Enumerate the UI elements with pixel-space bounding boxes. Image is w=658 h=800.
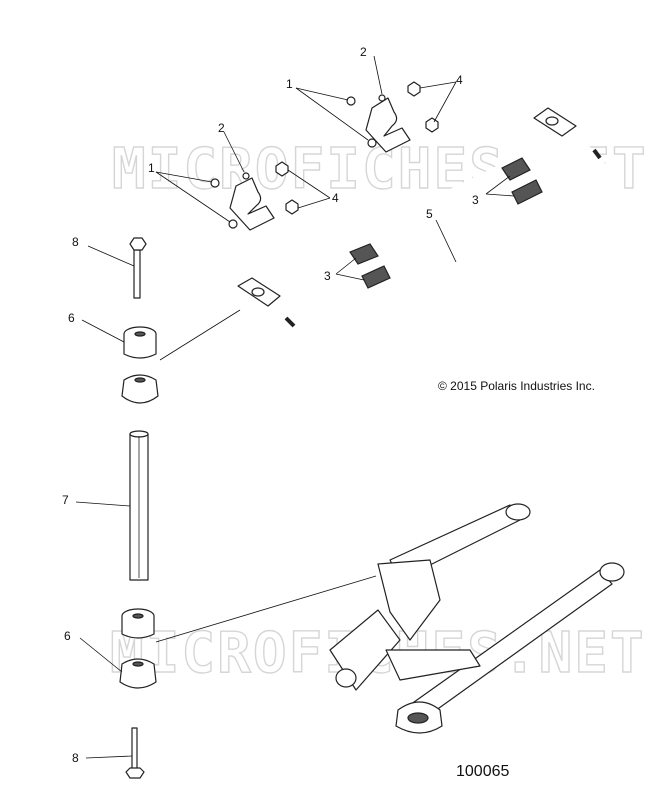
stabilizer-bar [236, 107, 614, 343]
callout-1-lower: 1 [148, 161, 155, 175]
callout-6-lower: 6 [64, 629, 71, 643]
bracket-lower [229, 172, 275, 231]
trailing-arm-assembly [329, 503, 625, 734]
bolt-lower [125, 727, 145, 779]
callout-2-lower: 2 [218, 121, 225, 135]
callout-2-upper: 2 [360, 45, 367, 59]
grommet-lower-upper [121, 608, 155, 639]
grommet-upper [123, 326, 157, 359]
nuts-part-4 [275, 81, 439, 215]
grommet-lower [119, 658, 157, 689]
leader-lines [75, 55, 515, 759]
bolts-part-1 [210, 96, 377, 229]
callout-3-lower: 3 [324, 269, 331, 283]
callout-4-lower: 4 [332, 191, 339, 205]
callout-7: 7 [62, 493, 69, 507]
callout-4-upper: 4 [456, 73, 463, 87]
link-rod [129, 430, 149, 581]
grommet-mid [121, 374, 159, 404]
copyright-notice: © 2015 Polaris Industries Inc. [438, 379, 595, 393]
bracket-upper [365, 94, 411, 153]
bolt-upper [129, 237, 147, 299]
figure-number: 100065 [456, 763, 509, 780]
callout-8-upper: 8 [72, 235, 79, 249]
callout-8-lower: 8 [72, 751, 79, 765]
bushing-pair-lower [349, 243, 391, 289]
callout-numbers: 1 1 2 2 3 3 4 4 5 6 6 7 8 8 [62, 45, 479, 765]
callout-5: 5 [426, 207, 433, 221]
bushing-pair-upper [501, 157, 543, 205]
callout-1-upper: 1 [286, 77, 293, 91]
callout-6-upper: 6 [68, 311, 75, 325]
callout-3-upper: 3 [472, 193, 479, 207]
